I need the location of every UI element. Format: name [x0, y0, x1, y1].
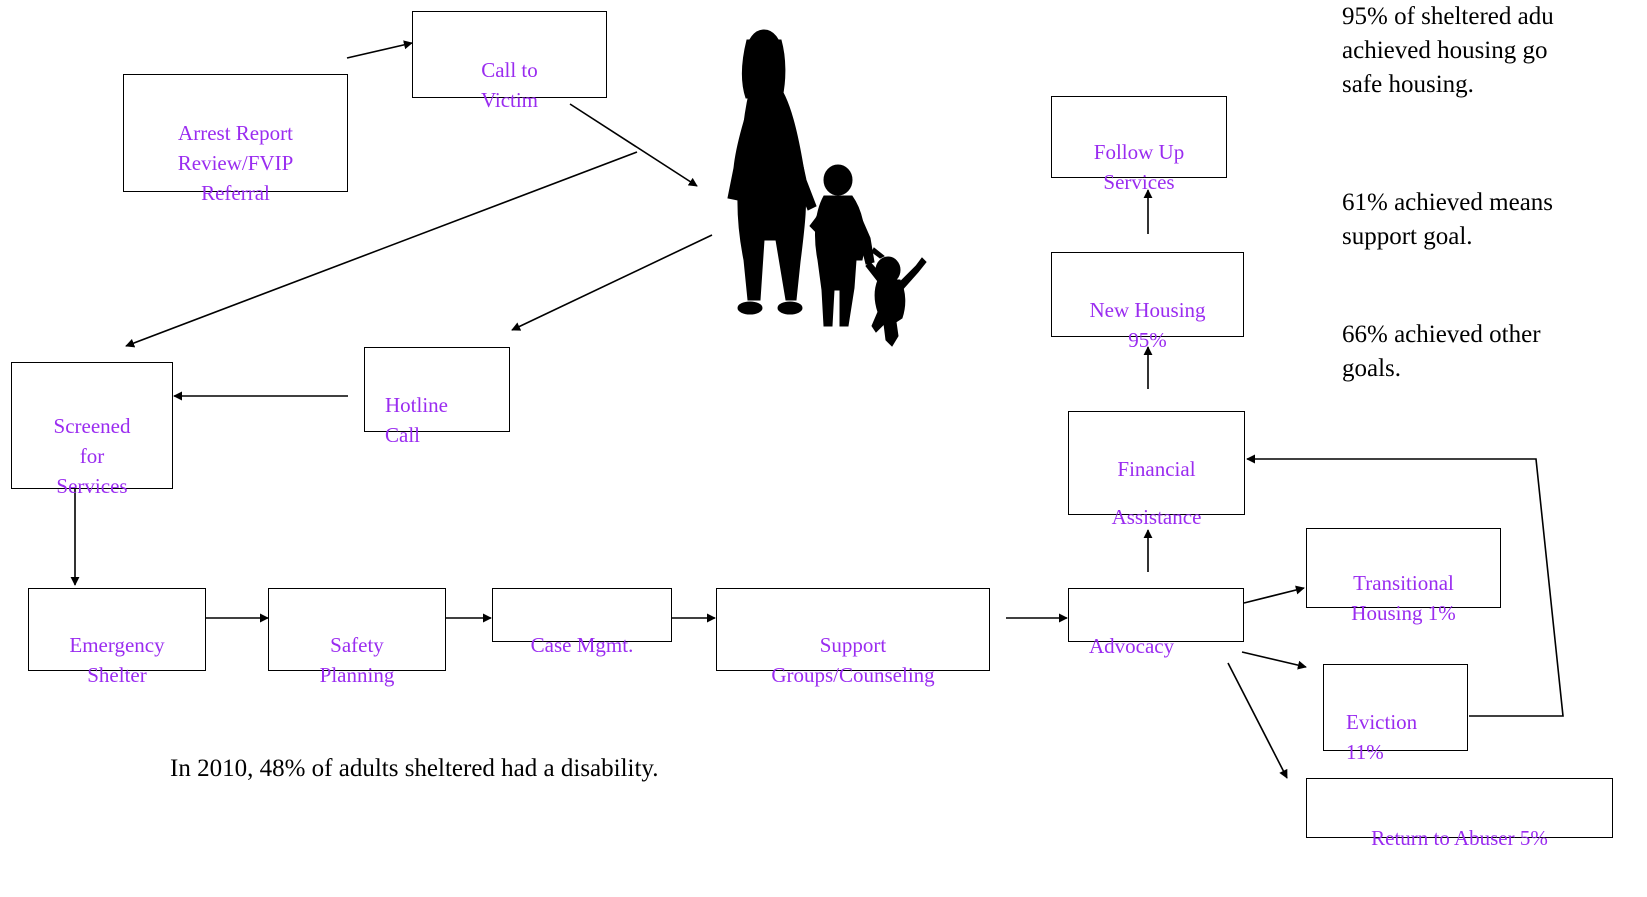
means-support-stat: 61% achieved means support goal.	[1342, 189, 1554, 250]
financial-assistance-label: Financial Assistance	[1111, 457, 1202, 529]
connector-layer	[70, 29, 1564, 779]
financial-assistance-box: Financial Assistance	[1068, 411, 1245, 529]
return-to-abuser-label: Return to Abuser 5%	[1371, 826, 1548, 850]
arrow-advocacy-to-eviction	[1241, 651, 1307, 670]
housing-goal-stat: 95% of sheltered adu achieved housing go…	[1342, 3, 1554, 98]
safety-planning-label: Safety Planning	[319, 632, 395, 687]
eviction-label: Eviction 11%	[1346, 710, 1418, 764]
advocacy-label: Advocacy	[1089, 634, 1175, 658]
hotline-call-label: Hotline Call	[385, 393, 448, 447]
screened-box: Screened for Services	[11, 362, 173, 498]
hotline-call-box: Hotline Call	[364, 347, 510, 447]
arrow-call-to-victim-figure	[569, 103, 698, 187]
arrow-eviction-to-financial	[1246, 454, 1564, 717]
arrow-advocacy-to-return	[1227, 662, 1288, 779]
disability-note: In 2010, 48% of adults sheltered had a d…	[170, 755, 659, 782]
emergency-shelter-label: Emergency Shelter	[69, 632, 165, 687]
other-goals-stat: 66% achieved other goals.	[1342, 321, 1541, 382]
family-silhouette	[727, 29, 927, 347]
follow-up-label: Follow Up Services	[1093, 140, 1185, 194]
call-to-victim-box: Call to Victim	[412, 11, 607, 112]
screened-label: Screened for Services	[53, 413, 131, 498]
case-mgmt-box: Case Mgmt.	[492, 588, 672, 657]
arrow-advocacy-to-transitional	[1243, 585, 1305, 604]
flow-diagram: Arrest Report Review/FVIP Referral Call …	[11, 3, 1613, 850]
new-housing-label: New Housing 95%	[1089, 297, 1206, 352]
arrow-to-screened-long	[125, 151, 638, 348]
arrow-victim-to-hotline	[511, 234, 713, 331]
new-housing-box: New Housing 95%	[1051, 252, 1244, 352]
advocacy-box: Advocacy	[1068, 588, 1244, 658]
eviction-box: Eviction 11%	[1323, 664, 1468, 764]
arrest-report-label: Arrest Report Review/FVIP Referral	[177, 121, 294, 205]
follow-up-box: Follow Up Services	[1051, 96, 1227, 194]
transitional-housing-label: Transitional Housing 1%	[1351, 571, 1456, 625]
emergency-shelter-box: Emergency Shelter	[28, 588, 206, 687]
transitional-housing-box: Transitional Housing 1%	[1306, 528, 1501, 625]
call-to-victim-label: Call to Victim	[480, 57, 539, 112]
safety-planning-box: Safety Planning	[268, 588, 446, 687]
support-groups-box: Support Groups/Counseling	[716, 588, 990, 687]
support-groups-label: Support Groups/Counseling	[771, 632, 935, 687]
return-to-abuser-box: Return to Abuser 5%	[1306, 778, 1613, 850]
arrow-arrest-to-call	[346, 40, 413, 59]
arrest-report-box: Arrest Report Review/FVIP Referral	[123, 74, 348, 205]
case-mgmt-label: Case Mgmt.	[530, 633, 634, 657]
